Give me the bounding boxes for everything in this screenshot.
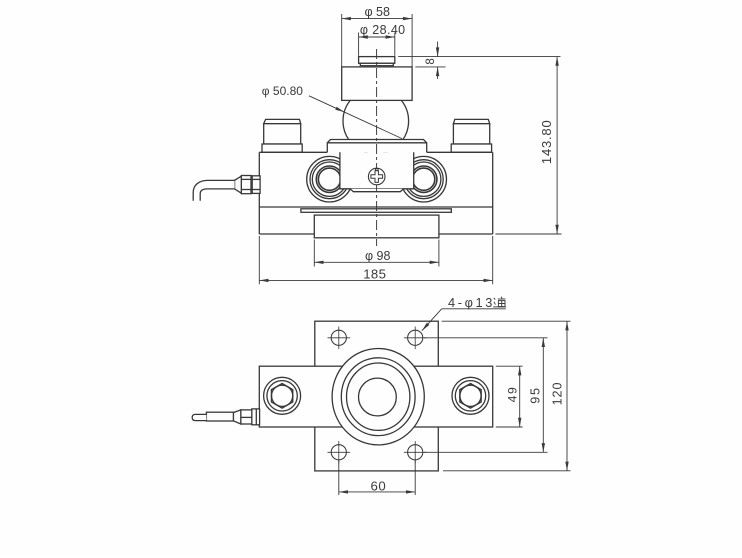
svg-text:φ 28.40: φ 28.40 [360,23,406,37]
svg-text:φ 98: φ 98 [365,249,391,263]
svg-text:185: 185 [363,267,386,282]
svg-text:φ 50.80: φ 50.80 [262,84,303,98]
svg-text:120: 120 [551,382,565,406]
svg-text:4-φ13: 4-φ13 [448,295,495,310]
svg-text:8: 8 [425,58,437,64]
svg-text:60: 60 [370,478,386,493]
svg-text:49: 49 [505,386,519,403]
svg-text:95: 95 [528,386,542,404]
svg-text:143.80: 143.80 [539,120,554,165]
svg-text:φ 58: φ 58 [364,5,390,19]
